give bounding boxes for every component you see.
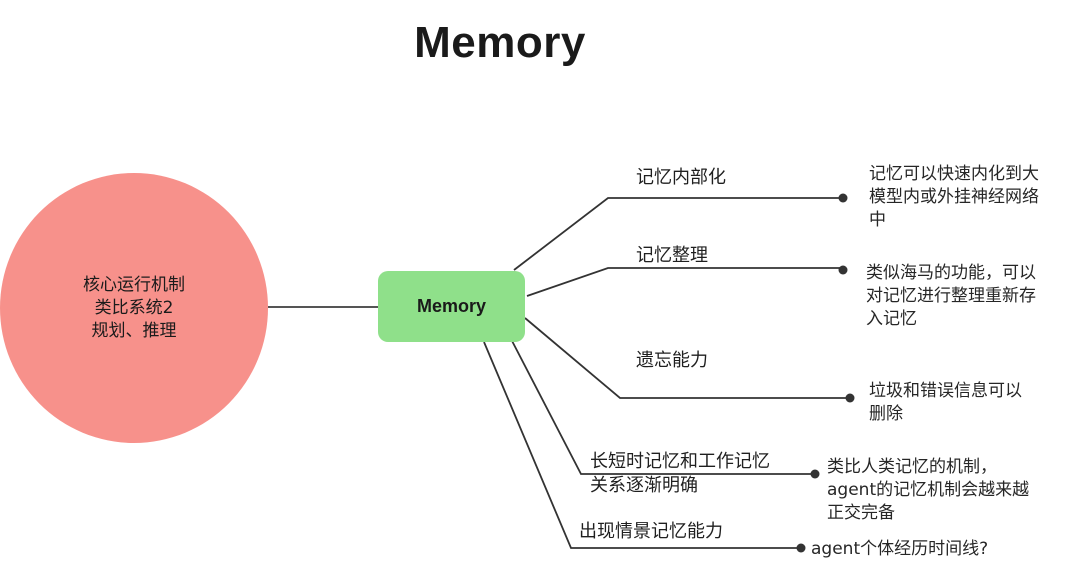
branch-label: 遗忘能力 <box>636 350 708 371</box>
branch-label: 出现情景记忆能力 <box>579 521 723 542</box>
root-line: 核心运行机制 <box>83 274 185 295</box>
root-line: 规划、推理 <box>91 320 177 341</box>
branch-label: 记忆内部化 <box>636 167 726 188</box>
branch-1-connector <box>513 197 843 271</box>
branch-note: agent个体经历时间线? <box>811 539 989 559</box>
branch-note: 类比人类记忆的机制， agent的记忆机制会越来越 正交完备 <box>827 457 1030 523</box>
root-line: 类比系统2 <box>94 297 174 318</box>
branch-label: 长短时记忆和工作记忆 <box>590 451 770 472</box>
branch-5-connector <box>483 341 801 549</box>
branch-note: 类似海马的功能，可以 对记忆进行整理重新存 入记忆 <box>866 263 1036 329</box>
branch-2-connector <box>526 267 843 297</box>
branch-2-dot <box>838 265 848 275</box>
branch-3-connector <box>524 317 850 399</box>
branch-label: 记忆整理 <box>636 245 708 266</box>
branch-note: 记忆可以快速内化到大 模型内或外挂神经网络 中 <box>869 164 1039 230</box>
root-node[interactable]: 核心运行机制 类比系统2 规划、推理 <box>0 173 268 443</box>
page-title: Memory <box>414 18 586 67</box>
branch-1-dot <box>838 193 848 203</box>
branch-5-dot <box>796 543 806 553</box>
branch-4-dot <box>810 469 820 479</box>
center-node[interactable]: Memory <box>378 271 525 342</box>
branch-4-connector <box>509 336 815 475</box>
branch-3-dot <box>845 393 855 403</box>
branch-label: 关系逐渐明确 <box>590 475 698 496</box>
branch-note: 垃圾和错误信息可以 删除 <box>869 381 1022 424</box>
